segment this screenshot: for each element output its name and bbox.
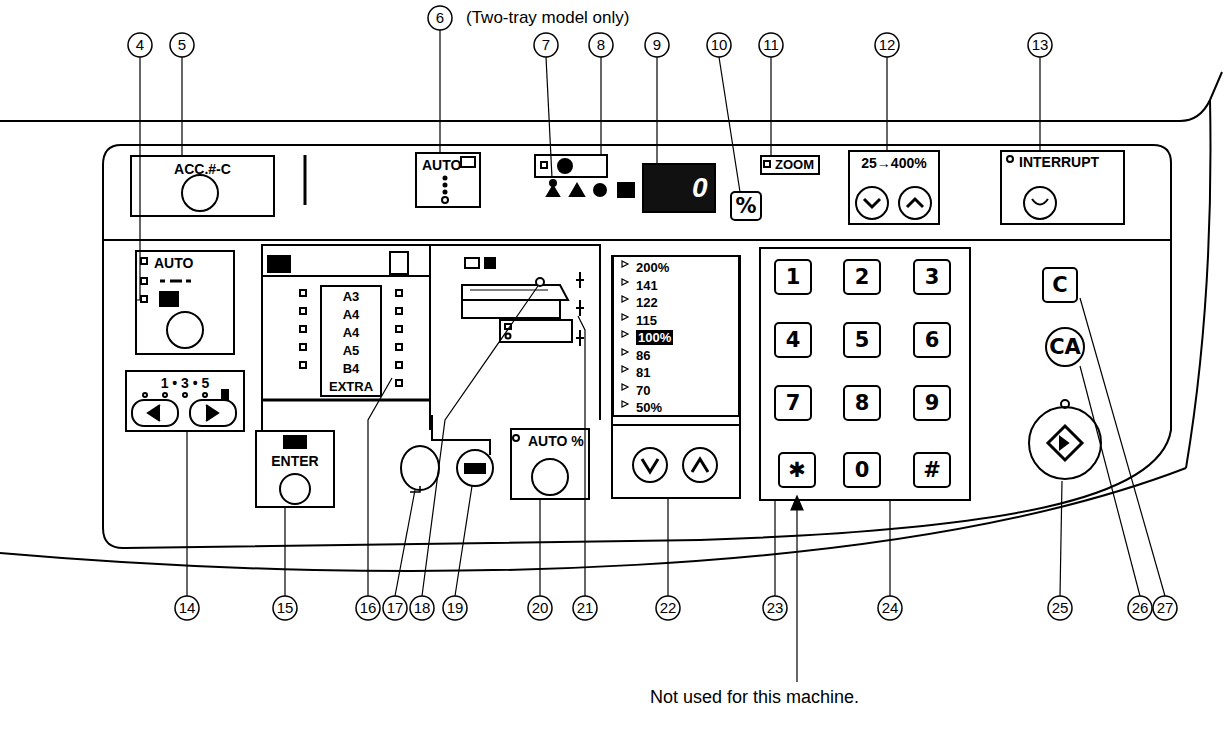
callout-number: 5	[167, 35, 197, 55]
callout-number: 12	[872, 35, 902, 55]
panel-section: ACC.#-C	[130, 155, 275, 217]
panel-text: AUTO	[154, 255, 193, 271]
panel-text: A5	[343, 343, 360, 358]
panel-key: 7	[774, 385, 812, 421]
callout-number: 23	[760, 598, 790, 618]
panel-key: 4	[774, 322, 812, 358]
panel-key: 6	[913, 322, 951, 358]
panel-text: 2	[855, 265, 870, 289]
panel-section: 1 • 3 • 5	[125, 370, 245, 432]
panel-text: ✱	[788, 458, 806, 482]
panel-text: A4	[343, 325, 360, 340]
panel-key: ✱	[778, 452, 816, 488]
panel-text: 6	[925, 328, 940, 352]
panel-text: AUTO	[422, 157, 461, 173]
panel-text: ENTER	[271, 453, 318, 469]
panel-key: #	[913, 452, 951, 488]
panel-section: 25→400%	[848, 150, 940, 225]
panel-text: 50%	[636, 400, 662, 415]
panel-section: 200% 141 122 115 100% 86 81 70 50%	[612, 255, 740, 417]
model-note: (Two-tray model only)	[466, 7, 629, 29]
panel-section: A3A4A4A5B4EXTRA	[320, 285, 382, 397]
panel-text: 115	[636, 313, 657, 328]
callout-number: 21	[570, 598, 600, 618]
callout-number: 19	[440, 598, 470, 618]
panel-text: 70	[636, 383, 650, 398]
panel-text: C	[1052, 273, 1067, 297]
panel-key: 9	[913, 385, 951, 421]
callout-number: 4	[125, 35, 155, 55]
callout-number: 16	[353, 598, 383, 618]
callout-number: 10	[704, 35, 734, 55]
callout-number: 14	[172, 598, 202, 618]
panel-text: A4	[343, 307, 360, 322]
panel-text: 1	[786, 265, 801, 289]
panel-text: 5	[855, 328, 870, 352]
callout-number: 20	[525, 598, 555, 618]
panel-key: %	[730, 191, 762, 221]
panel-text: 200%	[636, 260, 669, 275]
panel-text: 25→400%	[861, 155, 926, 171]
callout-number: 7	[531, 35, 561, 55]
panel-text: 1 • 3 • 5	[161, 375, 210, 391]
footnote: Not used for this machine.	[650, 686, 859, 708]
callout-number: 25	[1045, 598, 1075, 618]
panel-text: 7	[786, 391, 801, 415]
panel-text: 8	[855, 391, 870, 415]
panel-text: 122	[636, 295, 658, 310]
panel-section: AUTO %	[510, 428, 590, 500]
panel-text: ACC.#-C	[174, 161, 231, 177]
panel-text: AUTO %	[528, 433, 584, 449]
panel-key: 0	[843, 452, 881, 488]
copy-count-display: 0	[642, 163, 716, 213]
panel-key: 8	[843, 385, 881, 421]
panel-section: AUTO	[135, 250, 235, 355]
panel-text: #	[923, 458, 941, 482]
panel-section: ZOOM	[760, 155, 820, 175]
panel-text: B4	[343, 361, 360, 376]
callout-number: 15	[270, 598, 300, 618]
panel-text: INTERRUPT	[1019, 154, 1099, 170]
panel-section: ENTER	[255, 430, 335, 508]
panel-text: A3	[343, 289, 360, 304]
panel-key: 3	[913, 259, 951, 295]
panel-text: %	[735, 194, 756, 218]
callout-number: 18	[407, 598, 437, 618]
callout-number: 13	[1025, 35, 1055, 55]
panel-section: INTERRUPT	[1000, 150, 1125, 225]
panel-text: 4	[786, 328, 801, 352]
callout-number: 24	[875, 598, 905, 618]
panel-text: 9	[925, 391, 940, 415]
callout-number: 22	[653, 598, 683, 618]
callout-number: 6	[425, 8, 455, 28]
panel-text: 86	[636, 348, 650, 363]
panel-text: 141	[636, 278, 658, 293]
panel-section: AUTO	[415, 152, 481, 208]
panel-key: CA	[1045, 327, 1085, 367]
panel-text: 0	[855, 458, 870, 482]
panel-key: 1	[774, 259, 812, 295]
callout-number: 8	[586, 35, 616, 55]
panel-key: 5	[843, 322, 881, 358]
callout-number: 17	[380, 598, 410, 618]
panel-text: CA	[1049, 335, 1081, 359]
panel-text: 100%	[636, 330, 673, 345]
callout-number: 26	[1125, 598, 1155, 618]
panel-key: 2	[843, 259, 881, 295]
callout-number: 11	[756, 35, 786, 55]
panel-text: EXTRA	[329, 379, 373, 394]
callout-number: 27	[1150, 598, 1180, 618]
panel-text: 3	[925, 265, 940, 289]
panel-text: ZOOM	[775, 157, 814, 172]
callout-number: 9	[642, 35, 672, 55]
panel-text: 81	[636, 365, 650, 380]
panel-key: C	[1042, 267, 1078, 303]
panel-text: 0	[692, 172, 708, 204]
